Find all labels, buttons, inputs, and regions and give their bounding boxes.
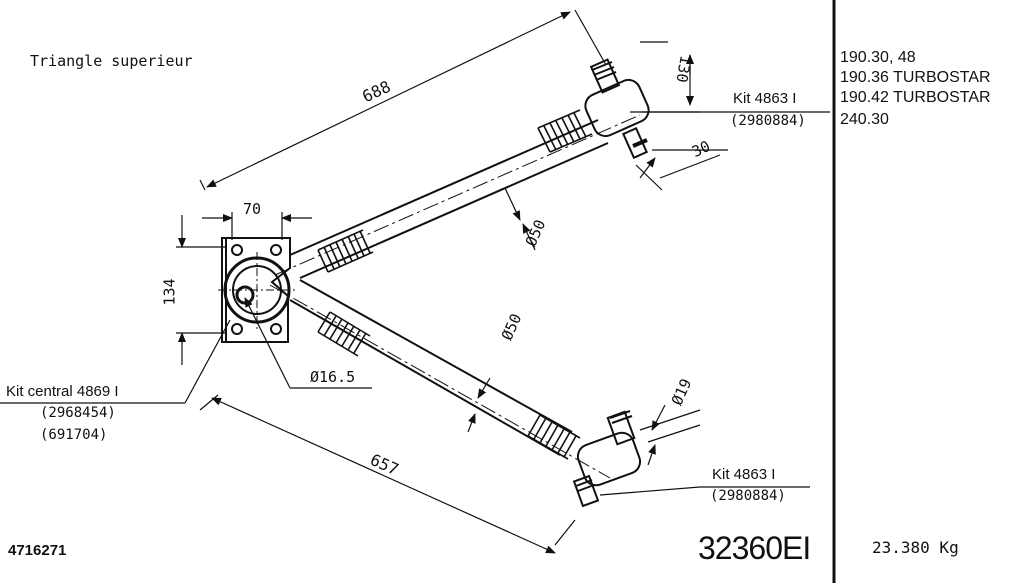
lower-arm [269, 279, 642, 508]
dimension-lines [176, 9, 728, 554]
kit-central-ref-2: (691704) [40, 427, 108, 443]
lower-end-eye [572, 410, 642, 508]
application-2: 190.36 TURBOSTAR [840, 69, 991, 86]
central-joint [218, 237, 298, 343]
upper-bellows-outer [537, 109, 593, 153]
upper-end-eye [584, 58, 650, 160]
application-1: 190.30, 48 [840, 49, 916, 66]
kit-bottom-name: Kit 4863 I [712, 466, 776, 483]
upper-arm [274, 58, 650, 279]
kit-top-name: Kit 4863 I [733, 90, 797, 107]
dim-center-hole-dia: Ø16.5 [310, 368, 356, 386]
drawing-title: Triangle superieur [30, 52, 193, 70]
kit-central-ref-1: (2968454) [40, 405, 116, 421]
reference-code: 4716271 [8, 542, 67, 559]
part-number: 32360EI [698, 530, 811, 566]
dim-flange-height: 134 [160, 278, 179, 306]
kit-leaders [0, 111, 830, 496]
kit-top-ref: (2980884) [730, 113, 806, 129]
weight: 23.380 Kg [872, 538, 959, 557]
upper-bellows-inner [317, 229, 374, 273]
application-3: 190.42 TURBOSTAR [840, 89, 991, 106]
kit-bottom-ref: (2980884) [710, 488, 786, 504]
kit-central-name: Kit central 4869 I [6, 383, 119, 400]
application-4: 240.30 [840, 111, 889, 128]
lower-bellows-inner [317, 311, 371, 357]
dim-flange-width: 70 [243, 200, 262, 218]
